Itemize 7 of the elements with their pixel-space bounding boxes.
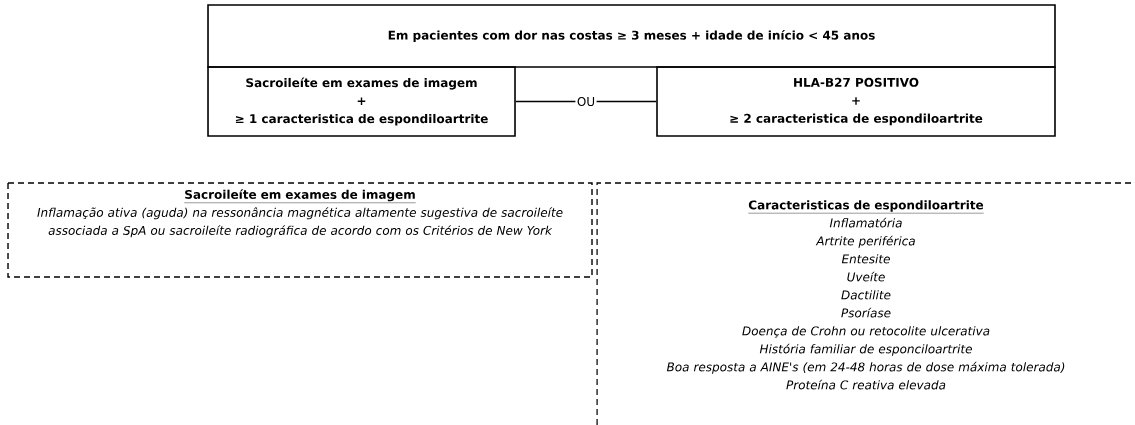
edge-label: OU [575,95,597,108]
criteria-box: HLA-B27 POSITIVO + ≥ 2 caracteristica de espondiloartrite [656,66,1056,137]
definition-box: Sacroileíte em exames de imagem Inflamação ativa (aguda) na ressonância magnética altamente sugestiva de sacroileíte associada a SpA ou sacroileíte radiográfica de acordo com os Critérios de New York [7,182,593,278]
definition-box: Caracteristicas de espondiloartrite Inflamatória Artrite periférica Entesite Uveíte Dactilite Psoríase Doença de Crohn ou retocolite ulcerativa História familiar de esponciloartrite Boa resposta a AINE's (em 24-48 horas de dose máxima tolerada) Proteína C reativa elevada [596,182,1135,425]
criteria-box: Em pacientes com dor nas costas ≥ 3 meses + idade de início < 45 anos [207,4,1056,68]
criteria-box: Sacroileíte em exames de imagem + ≥ 1 caracteristica de espondiloartrite [207,66,516,137]
connector-line [515,100,657,103]
